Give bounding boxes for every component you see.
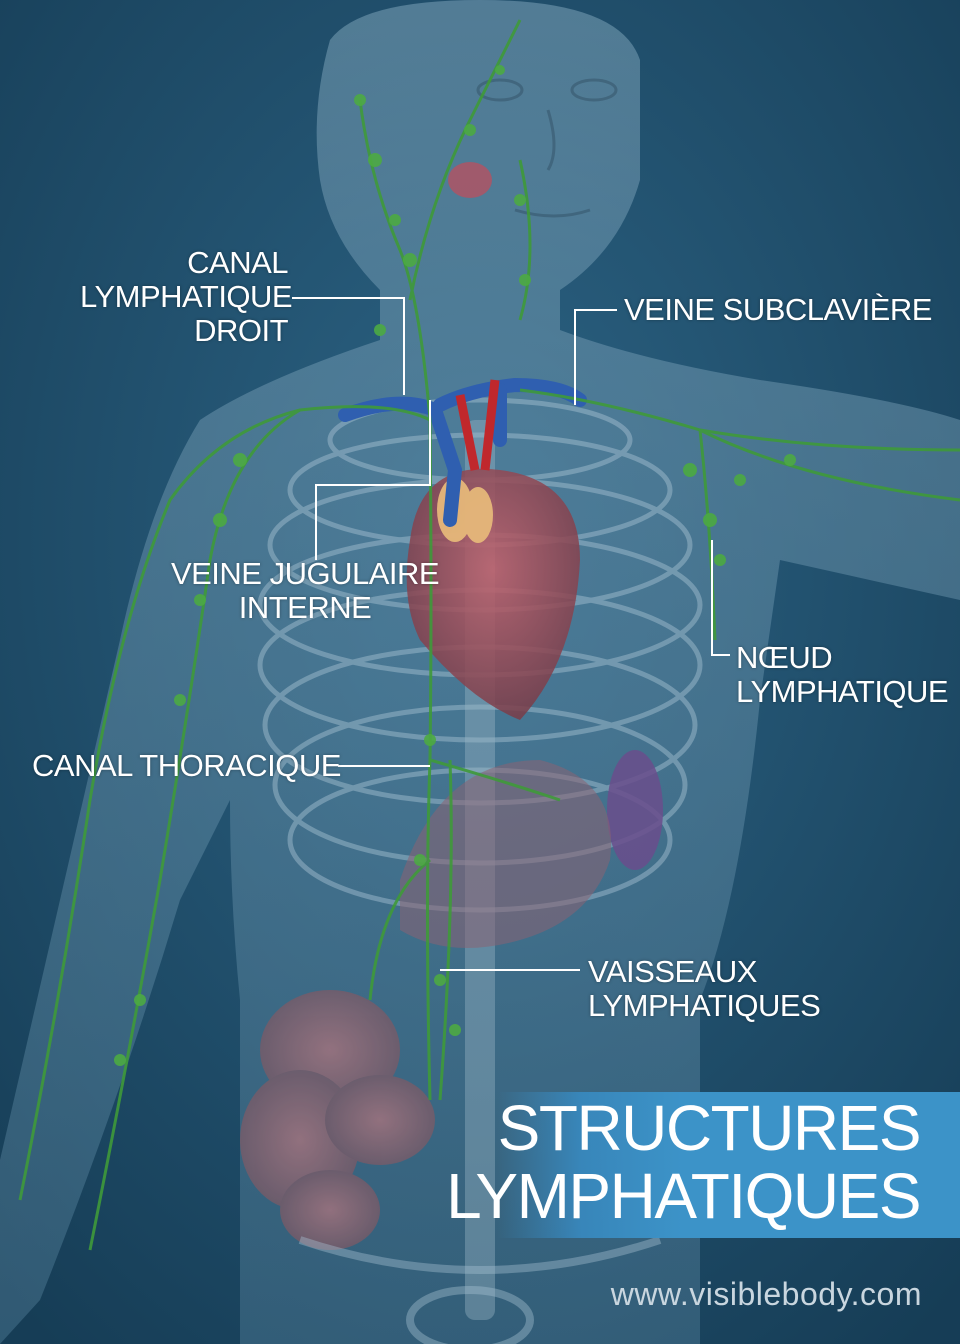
title-line: LYMPHATIQUES (446, 1160, 921, 1232)
arteries (455, 379, 500, 471)
label-line: VEINE SUBCLAVIÈRE (624, 292, 932, 327)
leader-lines (292, 297, 730, 971)
label-internal-jugular-vein: VEINE JUGULAIRE INTERNE (160, 557, 450, 625)
lymph-vessels (18, 19, 960, 1251)
label-subclavian-vein: VEINE SUBCLAVIÈRE (624, 293, 932, 327)
leader-lymph-node (711, 540, 730, 656)
label-line: INTERNE (238, 590, 372, 625)
face (476, 78, 618, 218)
leader-subclavian-vein (574, 309, 617, 405)
title-banner (498, 1092, 960, 1238)
website-url: www.visiblebody.com (610, 1276, 922, 1312)
label-lymph-node: NŒUD LYMPHATIQUE (736, 640, 949, 709)
label-line: DROIT (194, 313, 288, 348)
label-line: VAISSEAUX (588, 954, 757, 989)
lymph-nodes (114, 65, 796, 1066)
label-line: LYMPHATIQUES (588, 988, 821, 1023)
label-line: NŒUD (736, 640, 833, 675)
label-right-lymphatic-duct: CANAL LYMPHATIQUE DROIT (80, 245, 293, 348)
stomach (400, 760, 612, 948)
label-line: CANAL (187, 245, 288, 280)
leader-internal-jugular-vein (315, 400, 431, 560)
page-title: STRUCTURES LYMPHATIQUES (446, 1092, 922, 1232)
label-lymphatic-vessels: VAISSEAUX LYMPHATIQUES (588, 954, 821, 1023)
label-line: VEINE JUGULAIRE (170, 556, 440, 591)
label-line: CANAL THORACIQUE (32, 748, 341, 783)
salivary-gland (448, 162, 492, 198)
label-line: LYMPHATIQUE (80, 279, 293, 314)
pelvis (298, 1236, 662, 1344)
label-line: LYMPHATIQUE (736, 674, 949, 709)
spleen (607, 750, 663, 870)
label-thoracic-duct: CANAL THORACIQUE (32, 749, 341, 783)
leader-right-lymphatic-duct (292, 297, 405, 395)
intestines (240, 990, 435, 1250)
title-line: STRUCTURES (497, 1092, 922, 1164)
